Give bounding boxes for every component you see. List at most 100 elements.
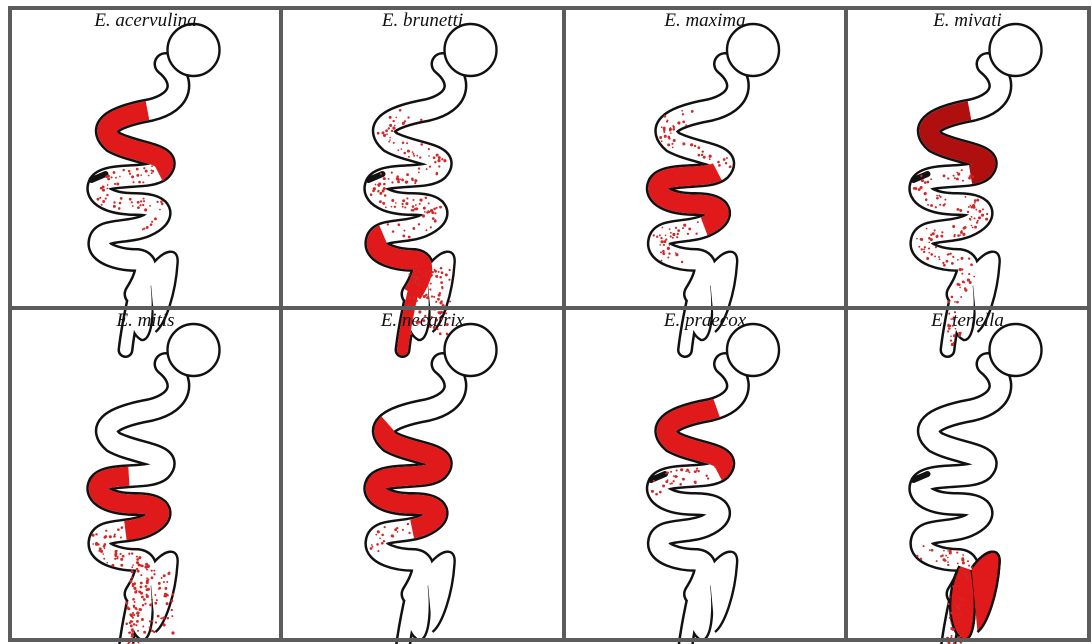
- lesion-speckle: [660, 240, 663, 243]
- lesion-speckle: [926, 181, 929, 184]
- lesion-speckle: [402, 199, 405, 202]
- lesion-speckle: [962, 233, 965, 236]
- lesion-speckle: [151, 599, 153, 601]
- lesion-speckle: [153, 573, 155, 575]
- lesion-speckle: [659, 234, 661, 236]
- lesion-speckle: [432, 271, 434, 273]
- lesion-speckle: [669, 244, 671, 246]
- lesion-speckle: [660, 251, 662, 253]
- lesion-speckle: [415, 207, 418, 210]
- lesion-speckle: [154, 217, 157, 220]
- lesion-speckle: [431, 295, 433, 297]
- lesion-speckle: [412, 265, 415, 268]
- lesion-speckle: [394, 206, 396, 208]
- gizzard: [168, 324, 220, 376]
- gizzard: [727, 24, 779, 76]
- lesion-speckle: [694, 145, 696, 147]
- lesion-speckle: [150, 223, 153, 226]
- lesion-speckle: [957, 234, 960, 237]
- lesion-speckle: [370, 547, 373, 550]
- lesion-speckle: [382, 202, 385, 205]
- lesion-speckle: [677, 233, 679, 235]
- lesion-speckle: [436, 173, 438, 175]
- lesion-speckle: [955, 603, 957, 605]
- lesion-speckle: [439, 332, 442, 335]
- lesion-speckle: [967, 560, 969, 562]
- lesion-speckle: [961, 169, 963, 171]
- lesion-speckle: [382, 131, 385, 134]
- lesion-speckle: [129, 613, 132, 616]
- lesion-speckle: [117, 556, 119, 558]
- lesion-speckle: [130, 624, 133, 627]
- lesion-speckle: [436, 207, 438, 209]
- lesion-speckle: [153, 164, 155, 166]
- lesion-speckle: [136, 612, 138, 614]
- lesion-speckle: [113, 535, 116, 538]
- lesion-speckle: [697, 221, 699, 223]
- lesion-speckle: [136, 561, 139, 564]
- lesion-speckle: [670, 132, 672, 134]
- lesion-speckle: [120, 564, 123, 567]
- lesion-speckle: [445, 273, 448, 276]
- lesion-speckle: [950, 612, 953, 615]
- lesion-speckle: [416, 290, 418, 292]
- lesion-speckle: [137, 206, 139, 208]
- lesion-speckle: [701, 154, 703, 156]
- lesion-speckle: [107, 177, 110, 180]
- lesion-speckle: [951, 262, 954, 265]
- lesion-speckle: [676, 469, 678, 471]
- lesion-speckle: [131, 552, 133, 554]
- lesion-speckle: [440, 281, 443, 284]
- lesion-speckle: [951, 622, 953, 624]
- lesion-speckle: [662, 252, 665, 255]
- lesion-speckle: [923, 248, 925, 250]
- lesion-speckle: [966, 576, 968, 578]
- lesion-speckle: [113, 201, 115, 203]
- lesion-speckle: [375, 534, 377, 536]
- lesion-speckle: [961, 557, 964, 560]
- lesion-speckle: [915, 187, 918, 190]
- lesion-speckle: [384, 194, 387, 197]
- lesion-speckle: [371, 544, 373, 546]
- lesion-speckle: [113, 205, 116, 208]
- lesion-speckle: [407, 523, 409, 525]
- lesion-speckle: [101, 188, 103, 190]
- lesion-speckle: [680, 468, 683, 471]
- lesion-speckle: [718, 164, 721, 167]
- lesion-speckle: [136, 168, 139, 171]
- lesion-speckle: [661, 140, 663, 142]
- lesion-speckle: [162, 617, 165, 620]
- lesion-speckle: [122, 555, 125, 558]
- lesion-speckle: [151, 620, 153, 622]
- gizzard: [445, 24, 497, 76]
- gizzard: [445, 324, 497, 376]
- lesion-speckle: [152, 171, 154, 173]
- lesion-speckle: [951, 343, 954, 346]
- lesion-speckle: [661, 126, 663, 128]
- lesion-speckle: [412, 227, 415, 230]
- lesion-speckle: [978, 210, 981, 213]
- lesion-speckle: [971, 216, 973, 218]
- lesion-speckle: [691, 110, 694, 113]
- lesion-speckle: [407, 284, 409, 286]
- lesion-speckle: [985, 218, 988, 221]
- lesion-speckle: [385, 207, 387, 209]
- lesion-speckle: [673, 480, 675, 482]
- lesion-speckle: [943, 550, 945, 552]
- lesion-speckle: [381, 534, 384, 537]
- lesion-speckle: [953, 628, 955, 630]
- lesion-speckle: [386, 133, 388, 135]
- lesion-speckle: [968, 206, 970, 208]
- lesion-speckle: [682, 142, 685, 145]
- species-label: E. acervulina: [93, 10, 196, 31]
- lesion-speckle: [934, 229, 936, 231]
- lesion-speckle: [394, 125, 396, 127]
- lesion-speckle: [931, 549, 934, 552]
- lesion-speckle: [171, 609, 173, 611]
- lesion-speckle: [379, 200, 382, 203]
- lesion-speckle: [957, 259, 959, 261]
- lesion-speckle: [419, 203, 421, 205]
- lesion-speckle: [401, 148, 403, 150]
- species-label: E. tenella: [930, 310, 1004, 331]
